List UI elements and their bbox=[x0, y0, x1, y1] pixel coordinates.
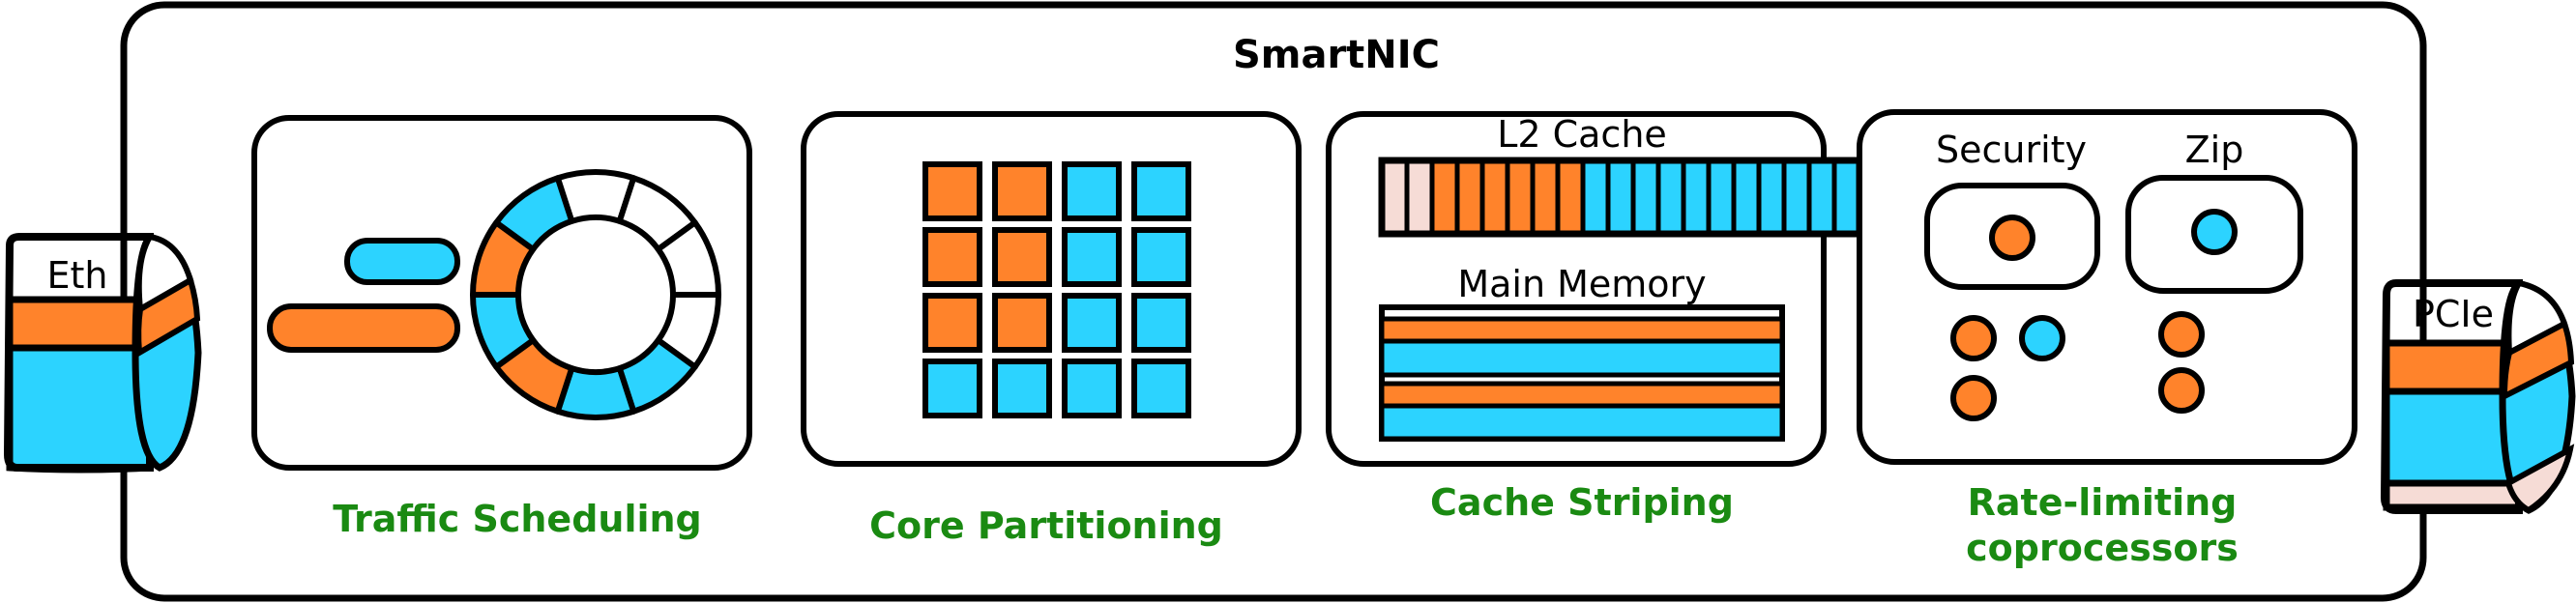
pcie-side-orange bbox=[2501, 319, 2575, 401]
l2-stripe bbox=[1681, 158, 1712, 237]
l2-stripe bbox=[1429, 158, 1460, 237]
l2-stripe bbox=[1454, 158, 1485, 237]
l2-stripe bbox=[1655, 158, 1686, 237]
zip-label: Zip bbox=[2185, 129, 2244, 171]
eth-cyan-band bbox=[6, 344, 154, 474]
core-grid bbox=[922, 161, 1191, 418]
panel-traffic-scheduling: Traffic Scheduling bbox=[251, 115, 752, 540]
security-queued-request bbox=[1950, 315, 1997, 361]
traffic-caption: Traffic Scheduling bbox=[333, 498, 702, 540]
pcie-orange-band bbox=[2383, 339, 2523, 395]
rate-caption-line1: Rate-limiting bbox=[1968, 481, 2238, 524]
eth-body-outline bbox=[3, 233, 154, 472]
core-cell bbox=[992, 359, 1052, 418]
core-cell bbox=[1131, 161, 1191, 221]
main-memory-bands bbox=[1379, 304, 1785, 442]
smartnic-title: SmartNIC bbox=[1233, 33, 1440, 77]
eth-orange-band bbox=[6, 296, 154, 352]
l2-stripe bbox=[1806, 158, 1837, 237]
l2-stripe bbox=[1781, 158, 1812, 237]
core-cell bbox=[1062, 359, 1122, 418]
l2-stripe bbox=[1505, 158, 1536, 237]
memory-band bbox=[1379, 316, 1785, 344]
eth-side-orange bbox=[135, 275, 201, 358]
pcie-label: PCIe bbox=[2413, 293, 2494, 335]
zip-queued-request bbox=[2158, 311, 2205, 358]
eth-port: Eth bbox=[3, 232, 202, 474]
l2-stripe bbox=[1630, 158, 1661, 237]
traffic-ring bbox=[470, 169, 721, 420]
main-memory-label: Main Memory bbox=[1457, 263, 1706, 305]
rate-caption-line2: coprocessors bbox=[1966, 527, 2239, 569]
l2-stripe bbox=[1404, 158, 1435, 237]
l2-stripe bbox=[1831, 158, 1862, 237]
panel-core-partitioning: Core Partitioning bbox=[801, 111, 1302, 547]
core-cell bbox=[1131, 293, 1191, 353]
l2-stripe bbox=[1756, 158, 1787, 237]
core-cell bbox=[1131, 227, 1191, 287]
l2-stripe bbox=[1379, 158, 1410, 237]
pcie-body-outline bbox=[2380, 279, 2523, 514]
core-caption: Core Partitioning bbox=[869, 504, 1223, 547]
security-label: Security bbox=[1936, 129, 2087, 171]
l2-stripe bbox=[1530, 158, 1561, 237]
core-cell bbox=[992, 293, 1052, 353]
l2-stripe bbox=[1731, 158, 1762, 237]
core-cell bbox=[992, 227, 1052, 287]
memory-band bbox=[1379, 338, 1785, 378]
traffic-queue-long bbox=[267, 303, 460, 353]
traffic-queue-short bbox=[344, 238, 460, 285]
l2-cache-label: L2 Cache bbox=[1497, 113, 1667, 156]
core-cell bbox=[1062, 293, 1122, 353]
eth-label: Eth bbox=[47, 254, 108, 297]
cache-caption: Cache Striping bbox=[1430, 481, 1734, 524]
core-cell bbox=[922, 359, 982, 418]
core-cell bbox=[992, 161, 1052, 221]
pcie-pink-band bbox=[2383, 479, 2523, 511]
panel-cache-striping: L2 Cache Main Memory Cache Striping bbox=[1326, 111, 1863, 524]
ring-segment bbox=[493, 175, 575, 252]
l2-cache-stripes bbox=[1378, 157, 1863, 238]
core-cell bbox=[922, 161, 982, 221]
memory-band bbox=[1379, 403, 1785, 442]
core-cell bbox=[1062, 227, 1122, 287]
core-cell bbox=[922, 227, 982, 287]
panel-rate-limiting: Security Zip Rate-limiting coprocessors bbox=[1857, 109, 2357, 569]
pcie-side-pink bbox=[2504, 444, 2575, 514]
l2-stripe bbox=[1555, 158, 1586, 237]
zip-queued-request bbox=[2158, 367, 2205, 414]
security-active-request bbox=[1989, 215, 2035, 261]
zip-active-request bbox=[2191, 209, 2238, 255]
l2-stripe bbox=[1605, 158, 1636, 237]
l2-stripe bbox=[1580, 158, 1611, 237]
pcie-cyan-band bbox=[2383, 388, 2523, 487]
security-queued-request bbox=[2019, 315, 2065, 361]
l2-stripe bbox=[1706, 158, 1737, 237]
core-cell bbox=[1062, 161, 1122, 221]
pcie-port: PCIe bbox=[2380, 279, 2576, 514]
security-queued-request bbox=[1950, 375, 1997, 421]
l2-stripe bbox=[1479, 158, 1510, 237]
memory-band bbox=[1379, 381, 1785, 409]
core-cell bbox=[922, 293, 982, 353]
core-cell bbox=[1131, 359, 1191, 418]
